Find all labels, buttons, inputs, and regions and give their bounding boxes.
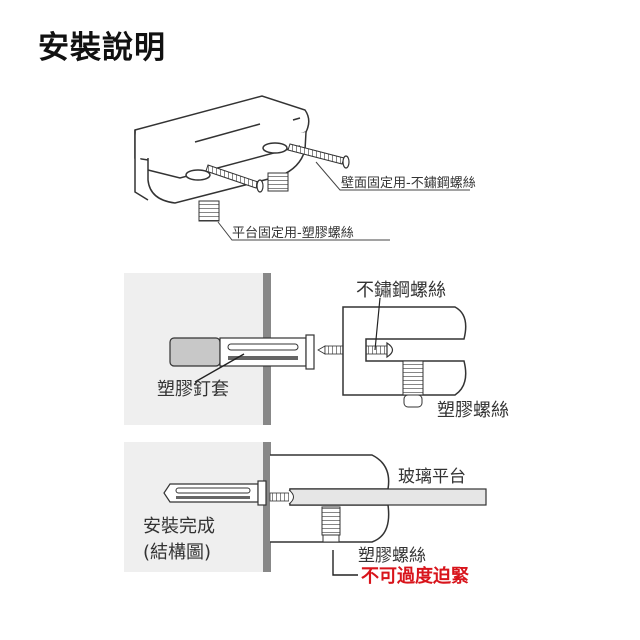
- anchor-label: 塑膠釘套: [157, 379, 229, 400]
- warning-leader: [332, 550, 358, 576]
- platform-screw-label: 平台固定用-塑膠螺絲: [232, 226, 354, 241]
- plastic-screw-bottom: [198, 200, 220, 222]
- glass-platform: [289, 488, 487, 506]
- wall-screw-label: 壁面固定用-不鏽鋼螺絲: [341, 176, 476, 191]
- plastic-screw-top: [267, 172, 289, 192]
- plastic-screw-label-3: 塑膠螺絲: [358, 546, 426, 566]
- complete-label-line2: (結構圖): [143, 542, 211, 563]
- wall-screw-leader: [315, 161, 470, 191]
- bracket-back-plate: [134, 130, 149, 201]
- plastic-anchor: [169, 334, 315, 370]
- stainless-screw-installed: [269, 492, 291, 502]
- plastic-screw-installed: [321, 506, 341, 543]
- stainless-screw-label: 不鏽鋼螺絲: [356, 280, 446, 301]
- anchor-leader: [194, 353, 245, 383]
- wall-section-2: [124, 442, 264, 572]
- anchor-installed: [163, 480, 267, 506]
- wall-edge-2: [263, 442, 271, 572]
- complete-label-line1: 安裝完成: [143, 516, 215, 537]
- glass-label: 玻璃平台: [398, 467, 466, 487]
- bracket-side-1: [342, 306, 467, 396]
- platform-screw-leader: [217, 221, 390, 241]
- stainless-screw-2: [287, 143, 350, 169]
- plastic-screw-side-1: [402, 360, 424, 408]
- bracket-perspective-diagram: [134, 95, 310, 204]
- stainless-screw-1: [205, 164, 264, 193]
- warning-label: 不可過度迫緊: [361, 565, 469, 587]
- stainless-screw-leader: [374, 297, 381, 351]
- plastic-screw-label-2: 塑膠螺絲: [437, 400, 509, 421]
- page-title: 安裝說明: [38, 30, 166, 66]
